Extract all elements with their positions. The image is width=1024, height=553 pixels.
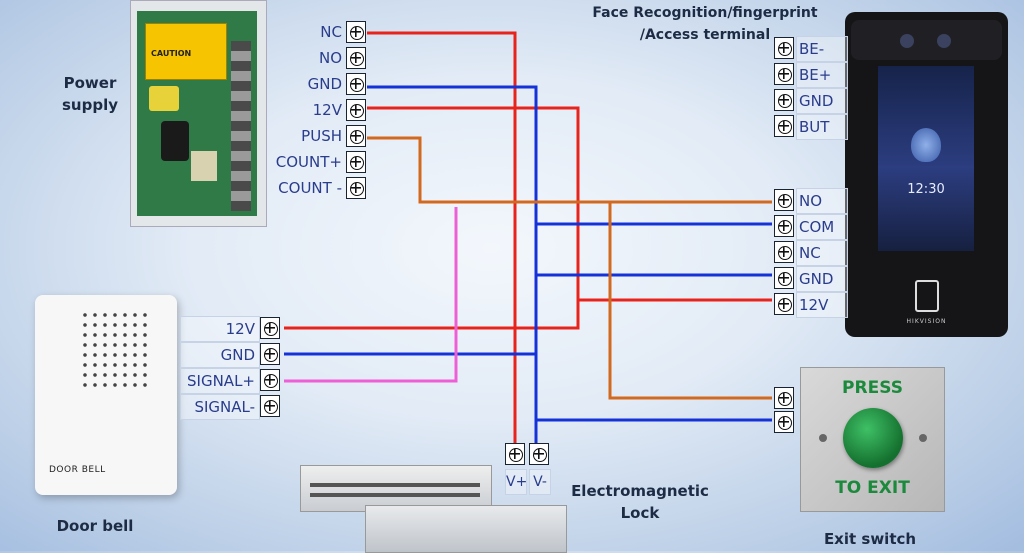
door-bell-label: Door bell	[56, 517, 134, 535]
terminal-screw-icon	[774, 115, 794, 137]
ps-terminal-label: GND	[307, 75, 342, 93]
press-label: PRESS	[842, 378, 903, 398]
exit-terminal-screw-icon	[774, 411, 794, 433]
terminal-pin-label: GND	[796, 88, 848, 114]
wire-red-nc-lock	[367, 31, 517, 452]
doorbell-terminal-label: SIGNAL-	[180, 394, 260, 420]
ps-terminal-label: NC	[320, 23, 342, 41]
ps-terminal-label: COUNT -	[278, 179, 342, 197]
doorbell-terminal-screw-icon	[260, 317, 280, 339]
terminal-screw-icon	[774, 267, 794, 289]
speaker-grille	[80, 310, 150, 390]
magnetic-lock-device	[300, 455, 570, 553]
ps-terminal-screw-icon	[346, 177, 366, 199]
brand-logo: HIKVISION	[906, 318, 947, 325]
doorbell-terminal-label: SIGNAL+	[180, 368, 260, 394]
ps-terminal-screw-icon	[346, 21, 366, 43]
doorbell-terminal-screw-icon	[260, 343, 280, 365]
camera-icon	[937, 34, 951, 48]
terminal-pin-label: BUT	[796, 114, 848, 140]
wire-red-12v-terminal	[367, 106, 772, 302]
caution-label: CAUTION	[151, 49, 192, 58]
exit-switch-device: PRESS TO EXIT	[800, 367, 945, 512]
terminal-pin-label: 12V	[796, 292, 848, 318]
power-supply-image: CAUTION	[130, 0, 267, 227]
exit-switch-terminal-strip	[770, 386, 800, 438]
terminal-screw-icon	[774, 241, 794, 263]
ps-terminal-label: PUSH	[301, 127, 342, 145]
terminal-pin-label: BE-	[796, 36, 848, 62]
terminal-screw-icon	[774, 89, 794, 111]
screw-icon	[819, 434, 827, 442]
terminal-pin-label: BE+	[796, 62, 848, 88]
terminal-screw-icon	[774, 215, 794, 237]
card-reader-icon	[915, 280, 939, 312]
doorbell-terminal-label: GND	[180, 342, 260, 368]
lock-terminal-label: V+	[505, 469, 527, 495]
to-exit-label: TO EXIT	[835, 478, 910, 498]
wire-red-12v-doorbell	[284, 300, 580, 330]
ps-terminal-label: 12V	[312, 101, 342, 119]
terminal-pin-label: NO	[796, 188, 848, 214]
wire-orange-push	[367, 136, 772, 204]
ps-terminal-screw-icon	[346, 125, 366, 147]
terminal-clock: 12:30	[907, 182, 945, 197]
face-terminal-device: 12:30 HIKVISION	[845, 12, 1008, 337]
ps-terminal-screw-icon	[346, 47, 366, 69]
ps-terminal-screw-icon	[346, 151, 366, 173]
doorbell-terminal-label: 12V	[180, 316, 260, 342]
ps-terminal-label: COUNT+	[275, 153, 342, 171]
ps-terminal-screw-icon	[346, 99, 366, 121]
terminal-screw-icon	[774, 189, 794, 211]
ps-terminal-screw-icon	[346, 73, 366, 95]
terminal-pin-label: GND	[796, 266, 848, 292]
terminal-screw-icon	[774, 37, 794, 59]
screw-icon	[919, 434, 927, 442]
terminal-screw-icon	[774, 63, 794, 85]
fingerprint-face-icon	[911, 128, 941, 162]
camera-icon	[900, 34, 914, 48]
lock-terminal-strip: V+V-	[505, 443, 555, 495]
wire-orange-exit	[608, 202, 772, 400]
exit-terminal-screw-icon	[774, 387, 794, 409]
exit-button	[843, 408, 903, 468]
door-bell-plate: DOOR BELL	[49, 465, 106, 475]
terminal-title: Face Recognition/fingerprint /Access ter…	[592, 5, 818, 43]
lock-terminal-screw-icon	[505, 443, 525, 465]
exit-switch-label: Exit switch	[823, 530, 917, 548]
lock-label: Electromagnetic Lock	[571, 482, 709, 522]
terminal-screw-icon	[774, 293, 794, 315]
lock-terminal-screw-icon	[529, 443, 549, 465]
doorbell-terminal-screw-icon	[260, 395, 280, 417]
terminal-pin-label: COM	[796, 214, 848, 240]
ps-terminal-label: NO	[318, 49, 342, 67]
terminal-pin-label: NC	[796, 240, 848, 266]
lock-terminal-label: V-	[529, 469, 551, 495]
doorbell-terminal-screw-icon	[260, 369, 280, 391]
power-supply-label: Power supply	[61, 74, 118, 114]
wire-blue-gnd	[367, 85, 538, 452]
terminal-screen: 12:30	[878, 66, 974, 251]
door-bell-device: DOOR BELL	[35, 295, 177, 495]
wire-pink-signal	[284, 207, 458, 383]
power-supply-terminal-strip: NC NO GND 12V PUSH COUNT+ COUNT -	[250, 20, 380, 205]
